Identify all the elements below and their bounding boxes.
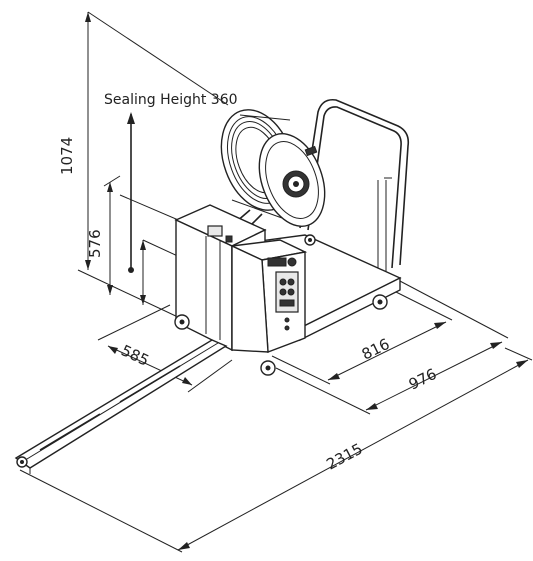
dimension-2315: 2315 (19, 347, 533, 553)
dimension-2315-label: 2315 (323, 440, 365, 474)
trolley-frame (299, 98, 410, 272)
control-box (229, 239, 308, 353)
strap-reel (220, 109, 326, 227)
sealing-height-label: Sealing Height 360 (104, 92, 238, 108)
dimension-1074: 1074 (58, 11, 229, 319)
dimension-976-label: 976 (406, 365, 440, 394)
dimension-576: 576 (86, 175, 121, 295)
casters (174, 234, 388, 376)
sealing-height-indicator: Sealing Height 360 (104, 92, 238, 273)
conveyor-arm (14, 339, 228, 474)
dimension-816-label: 816 (359, 335, 393, 364)
dimension-576-label: 576 (86, 229, 104, 258)
dimension-1074-label: 1074 (58, 137, 76, 175)
dimension-585-label: 585 (118, 341, 152, 369)
